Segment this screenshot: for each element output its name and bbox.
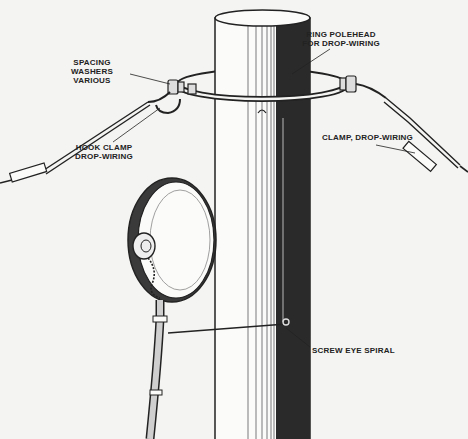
hook-clamp-grip <box>10 163 47 182</box>
part-label: SPACING WASHERS VARIOUS <box>52 58 132 85</box>
part-label: HOOK CLAMP DROP-WIRING <box>72 143 136 161</box>
pole-top <box>215 10 310 26</box>
right-drop-wire <box>356 84 468 172</box>
left-drop-wire <box>0 92 180 183</box>
protector-rim <box>128 178 216 302</box>
drop-wiring-clamp <box>403 141 436 171</box>
part-label: CLAMP, DROP-WIRING <box>322 133 422 142</box>
part-label: RING POLEHEAD FOR DROP-WIRING <box>300 30 382 48</box>
part-label: SCREW EYE SPIRAL <box>312 346 412 355</box>
knob-chain <box>148 258 160 298</box>
screw-eye <box>283 319 289 325</box>
leader-lines <box>113 49 415 347</box>
spiral-wire <box>168 324 286 333</box>
spacing-washers <box>168 76 356 94</box>
screw-eye-top <box>258 110 266 113</box>
ring-polehead <box>177 84 347 99</box>
pole <box>215 18 310 439</box>
pole-shading <box>248 22 274 439</box>
pole-shadow <box>276 18 310 439</box>
cover-knob <box>133 233 155 259</box>
